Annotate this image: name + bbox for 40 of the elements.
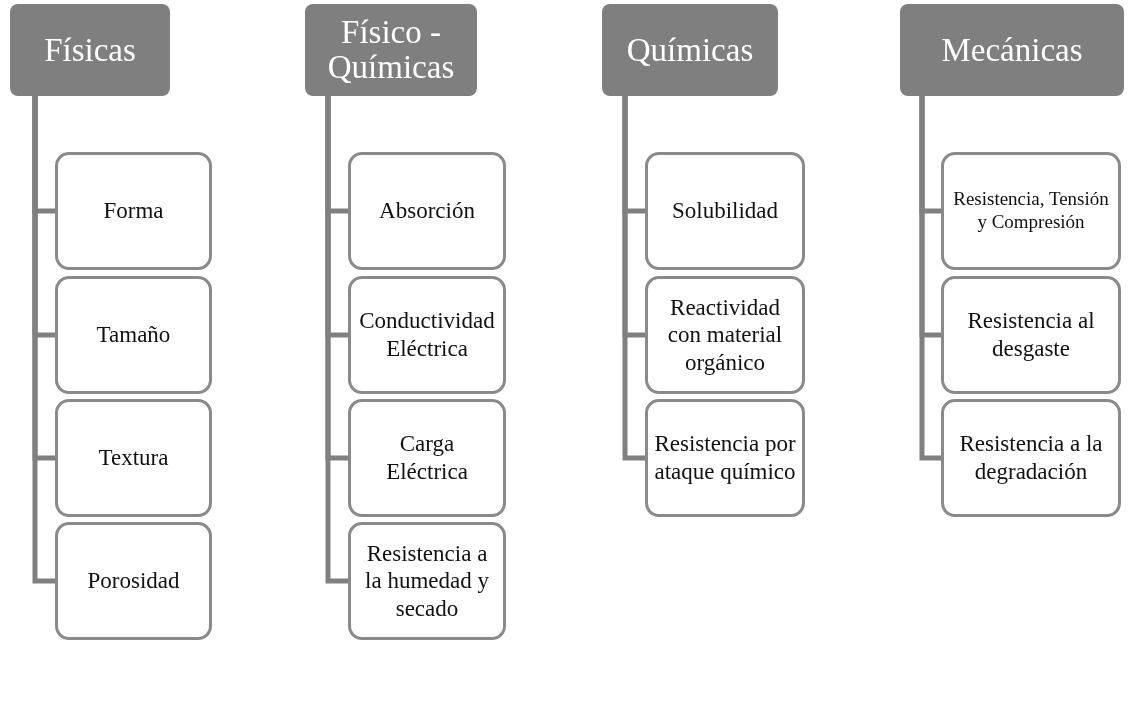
node-label: Resistencia a la degradación (958, 430, 1104, 486)
node-label: Solubilidad (671, 197, 779, 225)
node-label: Físico - Químicas (326, 15, 456, 85)
property-box (55, 152, 212, 270)
node-label: Forma (103, 197, 164, 225)
node-label: Porosidad (87, 567, 180, 595)
connector-line (622, 96, 645, 461)
category-header (10, 4, 170, 96)
property-box (348, 276, 506, 394)
connector-line (325, 96, 348, 584)
node-label: Resistencia por ataque químico (654, 430, 796, 486)
property-box (645, 276, 805, 394)
property-box (55, 399, 212, 517)
node-label: Carga Eléctrica (385, 430, 469, 486)
property-box (348, 522, 506, 640)
node-label: Resistencia al desgaste (966, 307, 1096, 363)
node-label: Resistencia, Tensión y Compresión (952, 188, 1110, 234)
category-header (305, 4, 477, 96)
node-label: Químicas (626, 32, 754, 68)
property-box (55, 276, 212, 394)
node-label: Mecánicas (941, 32, 1083, 68)
node-label: Resistencia a la humedad y secado (364, 539, 490, 623)
connector-line (919, 96, 941, 461)
category-header (602, 4, 778, 96)
node-label: Físicas (44, 32, 136, 68)
property-box (941, 276, 1121, 394)
property-box (941, 399, 1121, 517)
node-label: Reactividad con material orgánico (666, 293, 784, 377)
node-label: Textura (98, 444, 169, 472)
property-box (55, 522, 212, 640)
property-box (645, 399, 805, 517)
node-label: Conductividad Eléctrica (358, 307, 496, 363)
property-box (348, 152, 506, 270)
node-label: Tamaño (96, 321, 171, 349)
node-label: Absorción (379, 197, 475, 225)
property-box (348, 399, 506, 517)
property-box (941, 152, 1121, 270)
property-box (645, 152, 805, 270)
category-header (900, 4, 1124, 96)
connector-line (32, 96, 55, 584)
